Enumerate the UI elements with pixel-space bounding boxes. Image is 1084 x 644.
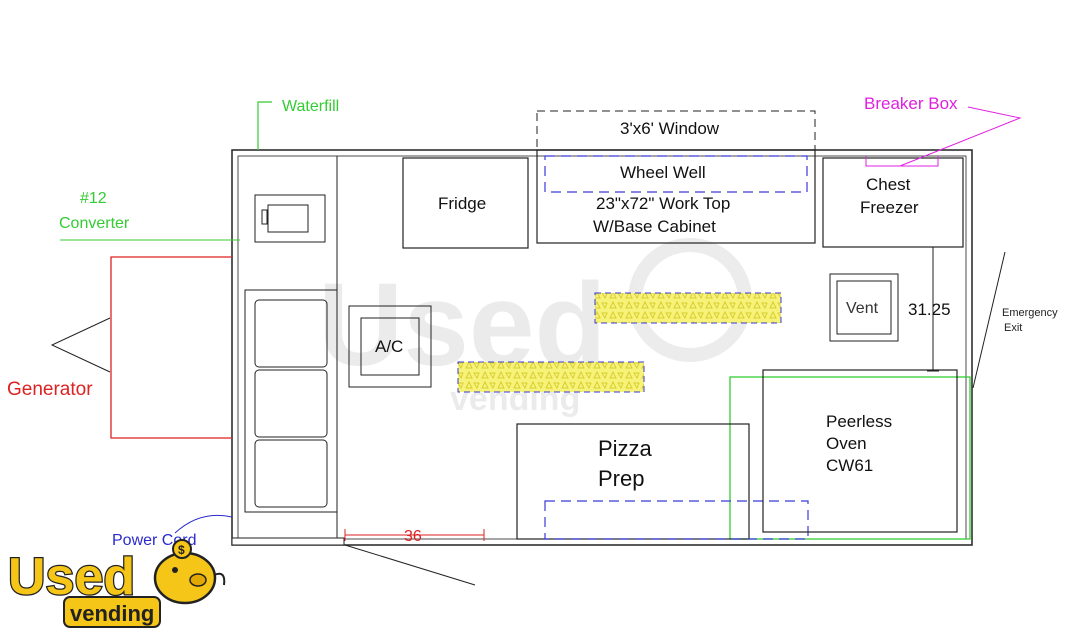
oven-label-line3: CW61 [826, 456, 873, 475]
vent-label: Vent [846, 300, 879, 317]
hood-coverage-outline [729, 376, 971, 540]
chest-freezer [822, 157, 964, 248]
window-label: 3'x6' Window [620, 119, 720, 138]
vent [829, 273, 899, 342]
ac-unit [348, 305, 432, 388]
breaker-box [865, 106, 1022, 167]
work-top-label-line2: W/Base Cabinet [593, 217, 716, 236]
power-cord-line [174, 514, 233, 534]
side-door [231, 537, 476, 586]
pizza-prep-label-line1: Pizza [598, 436, 653, 461]
pizza-prep-label-line2: Prep [598, 466, 644, 491]
peerless-oven [762, 369, 958, 533]
wheel-well-label: Wheel Well [620, 163, 706, 182]
work-top [536, 149, 816, 244]
logo-subtext: vending [70, 601, 154, 626]
fridge [402, 157, 529, 249]
dimension-horizontal-label: 36 [404, 528, 422, 545]
converter-unit [254, 194, 326, 243]
hood-upper [594, 292, 782, 324]
dimension-vertical [927, 246, 939, 372]
generator-label: Generator [7, 379, 93, 400]
fridge-label: Fridge [438, 194, 486, 213]
dollar-coin-icon: $ [172, 539, 192, 559]
svg-text:$: $ [178, 543, 185, 557]
piggy-bank-icon [153, 551, 226, 605]
hood-lower [457, 361, 645, 393]
waterfill-label: Waterfill [282, 98, 339, 115]
emergency-exit-door [972, 251, 1006, 389]
watermark-logo: Used vending [318, 238, 752, 418]
chest-freezer-label-line1: Chest [866, 175, 911, 194]
dimension-horizontal [344, 529, 485, 541]
oven-label-line2: Oven [826, 434, 867, 453]
breaker-box-label: Breaker Box [864, 94, 958, 113]
pizza-prep-table [516, 423, 750, 540]
emergency-exit-label-line1: Emergency [1002, 307, 1058, 319]
three-compartment-sink [244, 289, 338, 513]
generator-box [110, 256, 232, 439]
trailer-hitch [50, 317, 111, 373]
waterfill-leader [257, 101, 272, 150]
oven-label-line1: Peerless [826, 412, 892, 431]
ac-label: A/C [375, 337, 403, 356]
brand-logo: Used $ vending [7, 539, 226, 628]
converter-label-line1: #12 [80, 190, 107, 207]
pizza-prep-wheel-well [544, 500, 809, 540]
work-top-label-line1: 23"x72" Work Top [596, 194, 730, 213]
emergency-exit-label-line2: Exit [1004, 322, 1022, 334]
wheel-well-outline [544, 155, 808, 193]
converter-label-line2: Converter [59, 215, 130, 232]
chest-freezer-label-line2: Freezer [860, 198, 919, 217]
dimension-vertical-label: 31.25 [908, 300, 951, 319]
